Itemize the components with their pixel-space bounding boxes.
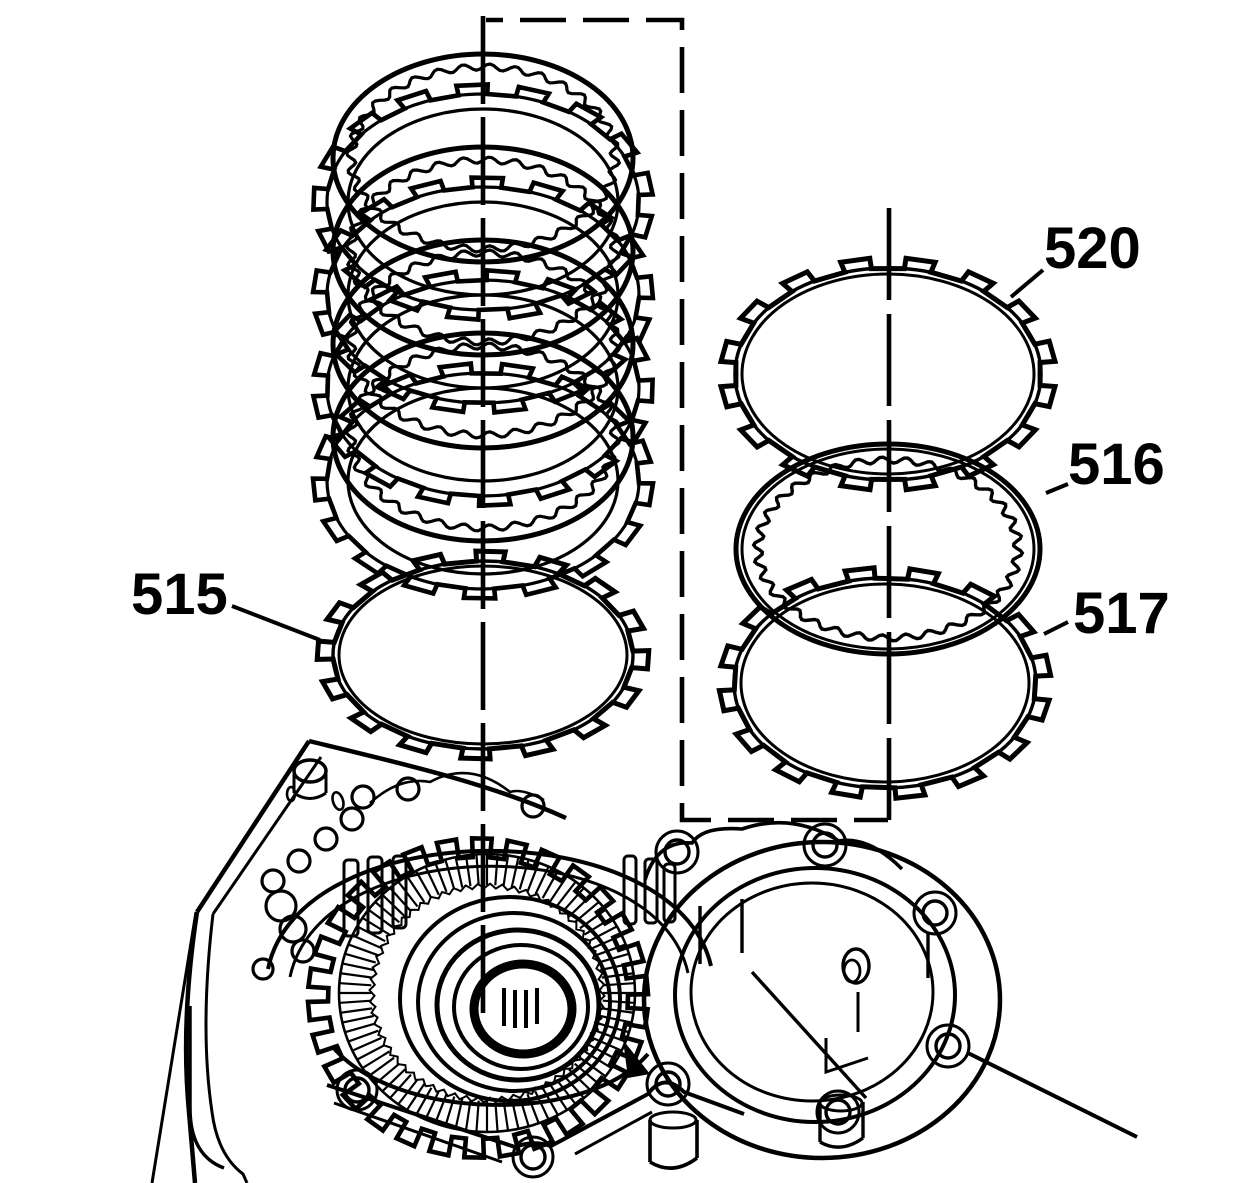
friction-plate-serration — [345, 341, 621, 533]
clutch-plate-stack — [310, 51, 656, 601]
case-left-diagonal — [150, 911, 198, 1183]
plate-517-outer — [732, 576, 1038, 790]
bowl-floor — [689, 881, 935, 1103]
bowl-diagonal-rib — [750, 970, 868, 1100]
callout-516: 516 — [1068, 432, 1165, 497]
plate-517-inner — [739, 582, 1031, 784]
friction-plate-outer — [330, 51, 636, 265]
case-boss-body — [292, 772, 328, 800]
backing-plate-rim — [337, 564, 629, 746]
callout-520: 520 — [1044, 216, 1141, 281]
plate-516-outer-2 — [740, 447, 1036, 651]
backing-plate-outer — [331, 559, 635, 751]
case-corner-line — [967, 1051, 1138, 1139]
case-left-rib — [188, 1006, 225, 1170]
friction-plate-serration — [344, 62, 622, 254]
case-gusset-inner — [211, 756, 323, 915]
grouping-bracket-dashed — [486, 17, 888, 823]
gear-teeth — [340, 855, 634, 1131]
callout-517: 517 — [1073, 581, 1170, 646]
gear-hub-splines — [502, 988, 539, 1028]
bowl-flange-tabs — [643, 820, 904, 881]
steel-plate-outer — [325, 371, 641, 591]
gear-race-3 — [434, 927, 602, 1083]
callout-515: 515 — [131, 562, 228, 627]
dowel-pin — [841, 947, 871, 985]
plate-516-serration — [751, 455, 1025, 643]
friction-plate-516 — [733, 441, 1043, 657]
leader-lines — [231, 268, 1069, 642]
leader-516 — [1045, 482, 1069, 495]
friction-plate-outer — [330, 237, 636, 451]
plate-520-outer — [733, 266, 1043, 482]
bowl-rim — [673, 866, 957, 1124]
boss-tube-2 — [818, 1102, 865, 1149]
bottom-flange-edge — [326, 1080, 745, 1150]
gear-hub-ring — [469, 959, 577, 1059]
bowl-ribs — [698, 899, 930, 978]
gear-spline-ring — [305, 835, 651, 1161]
plate-516-outer — [733, 441, 1043, 657]
case-bore-rim-inner — [288, 864, 690, 978]
case-boss-oval — [331, 791, 345, 811]
leader-517 — [1043, 620, 1069, 636]
steel-plate-outer — [325, 92, 641, 312]
case-left-hull-inner — [204, 913, 249, 1183]
steel-plate-outer — [325, 185, 641, 405]
boss-tube-1-top — [648, 1110, 698, 1130]
gear-race-1 — [398, 895, 622, 1103]
steel-plate-inner — [346, 386, 620, 576]
case-gusset-edge — [195, 739, 311, 914]
case-web-squiggle — [369, 771, 545, 804]
steel-plate-517 — [716, 565, 1054, 801]
leader-520 — [1009, 268, 1045, 299]
steel-plate-outer — [325, 278, 641, 498]
case-boss — [292, 758, 328, 784]
case-left-hull — [183, 911, 200, 1183]
bowl-l-rib — [824, 1038, 869, 1075]
plate-517-teeth — [716, 565, 1054, 801]
boss-tube-1 — [648, 1120, 699, 1170]
dowel-pin-bore — [842, 958, 862, 984]
gear-race-2 — [416, 911, 612, 1093]
backing-plate-515 — [314, 548, 652, 762]
plate-520-inner — [740, 272, 1036, 476]
case-boss-oval-2 — [285, 785, 297, 803]
bowl-flange-outer — [641, 839, 1003, 1161]
leader-515 — [231, 604, 321, 642]
gear-race-4 — [452, 943, 590, 1071]
ring-gear — [305, 835, 651, 1161]
gear-tooth-band-outer — [337, 852, 637, 1134]
steel-plate-520 — [717, 255, 1059, 493]
